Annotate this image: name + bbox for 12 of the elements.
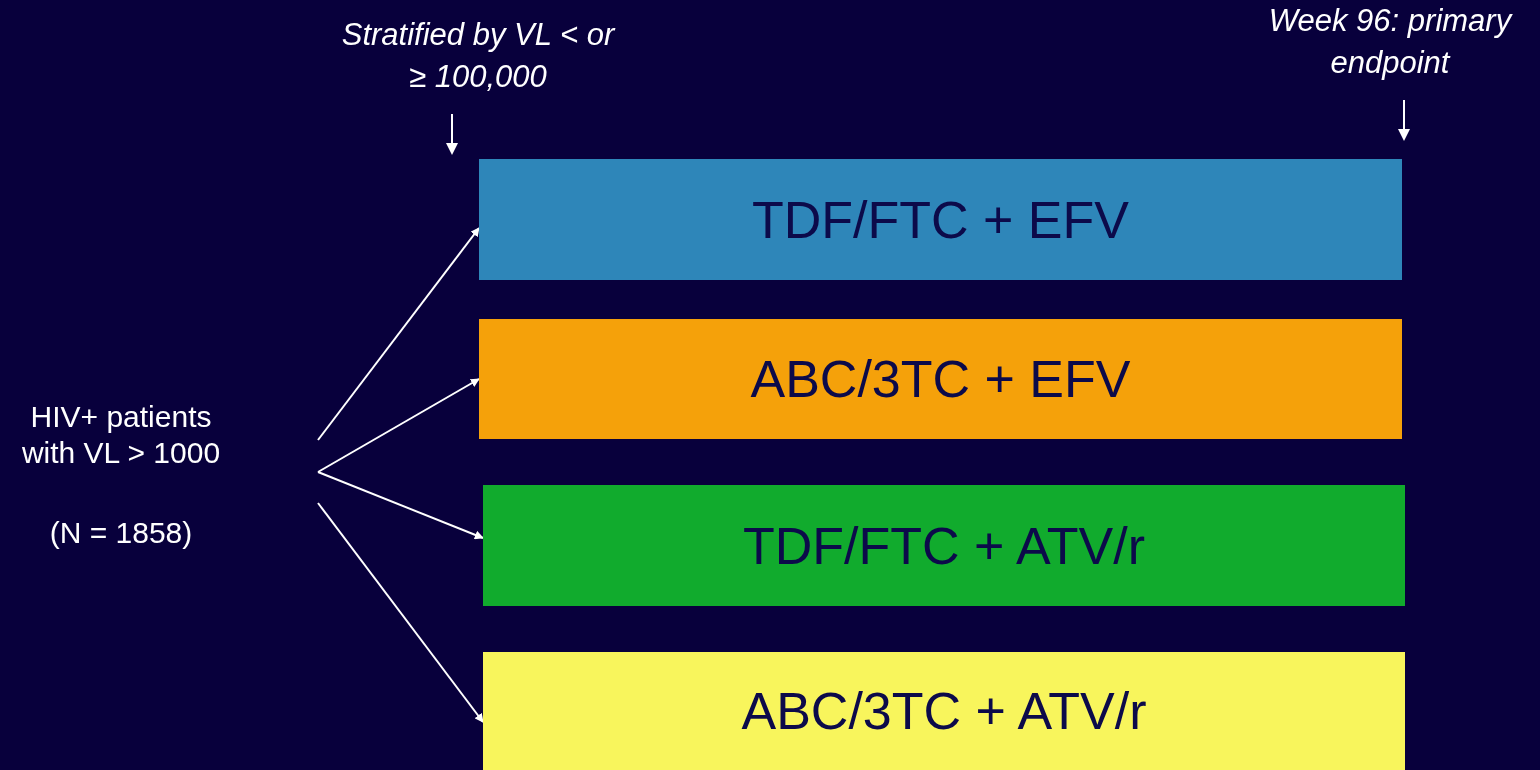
timepoint-note: Stratified by VL < or ≥ 100,000 [340,16,616,96]
arm-bar: TDF/FTC + EFV [479,159,1402,280]
arrow [317,227,480,441]
arm-bar: ABC/3TC + EFV [479,319,1402,439]
group-label: HIV+ patients with VL > 1000 [20,399,222,471]
arrow [317,502,484,723]
arrow [317,471,484,540]
arrow [317,378,480,473]
arm-bar: ABC/3TC + ATV/r [483,652,1405,770]
arm-bar: TDF/FTC + ATV/r [483,485,1405,606]
group-label: (N = 1858) [48,515,194,551]
timepoint-note: Week 96: primary endpoint [1267,2,1514,82]
